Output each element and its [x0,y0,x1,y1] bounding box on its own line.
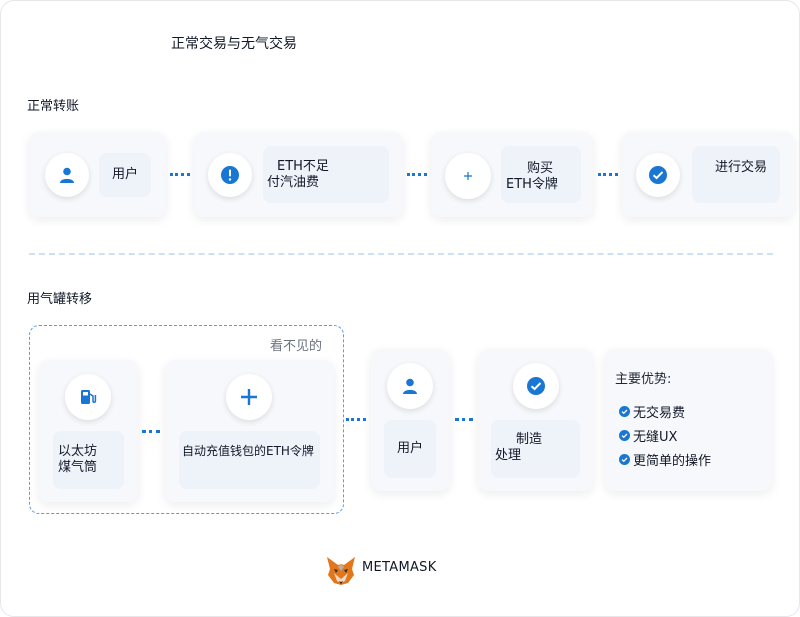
connector-dots [598,173,618,176]
connector-dots [142,430,160,433]
check-icon [636,153,680,197]
connector-dots [407,173,427,176]
normal-step-transact: 进行交易 [622,132,794,217]
line-2: 处理 [495,448,522,463]
line-1: 自动充值钱包的ETH令牌 [182,444,314,458]
normal-step-buy-eth-label: 购买 ETH令牌 [501,146,581,203]
normal-step-buy-eth: 购买 ETH令牌 [431,132,593,217]
normal-section-label: 正常转账 [27,99,80,114]
gasless-step-gas-station: 以太坊 煤气筒 [39,360,138,502]
benefit-item: 无交易费 [619,402,685,421]
benefit-item: 无缝UX [619,426,677,445]
benefits-title: 主要优势: [615,372,672,387]
line-1: 以太坊 [58,444,98,459]
benefit-label: 无缝UX [633,430,678,445]
normal-step-user-label: 用户 [99,153,151,197]
benefits-card: 主要优势: 无交易费 无缝UX 更简单的操作 [605,349,772,491]
line-1: ETH不足 [277,159,329,174]
connector-dots [170,173,190,176]
normal-step-transact-label: 进行交易 [692,146,780,203]
check-icon [513,363,559,409]
benefit-label: 无交易费 [633,406,686,421]
user-icon [45,153,89,197]
plus-icon [226,374,272,420]
gasless-step-auto-topup-label: 自动充值钱包的ETH令牌 [179,431,320,489]
line-1: 进行交易 [715,160,768,175]
gasless-step-transact-label: 制造 处理 [491,420,580,478]
line-1: 制造 [516,432,543,447]
gasless-section-label: 用气罐转移 [27,292,93,307]
check-icon [619,406,630,417]
alert-icon [208,153,252,197]
gasless-step-user: 用户 [371,349,450,491]
section-divider [29,253,773,255]
check-icon [619,454,630,465]
benefit-label: 更简单的操作 [633,454,712,469]
check-icon [619,430,630,441]
benefit-item: 更简单的操作 [619,450,711,469]
gas-pump-icon [65,374,111,420]
metamask-fox-logo [325,555,357,587]
connector-dots [455,418,473,421]
normal-step-insufficient-eth-label: ETH不足 付汽油费 [263,146,389,203]
plus-icon [445,153,491,199]
line-2: ETH令牌 [506,177,558,192]
gasless-step-transact: 制造 处理 [478,349,593,491]
line-1: 购买 [527,161,554,176]
brand-name: METAMASK [362,560,437,575]
invisible-group [29,325,344,514]
connector-dots [346,418,366,421]
line-2: 煤气筒 [58,460,98,475]
gasless-step-gas-station-label: 以太坊 煤气筒 [53,431,124,489]
diagram-title: 正常交易与无气交易 [171,36,297,52]
normal-step-insufficient-eth: ETH不足 付汽油费 [194,132,403,217]
normal-step-user: 用户 [29,132,166,217]
user-icon [387,363,433,409]
invisible-label: 看不见的 [270,339,323,354]
gasless-step-auto-topup: 自动充值钱包的ETH令牌 [165,360,334,502]
line-2: 付汽油费 [267,175,320,190]
gasless-step-user-label: 用户 [384,420,436,478]
